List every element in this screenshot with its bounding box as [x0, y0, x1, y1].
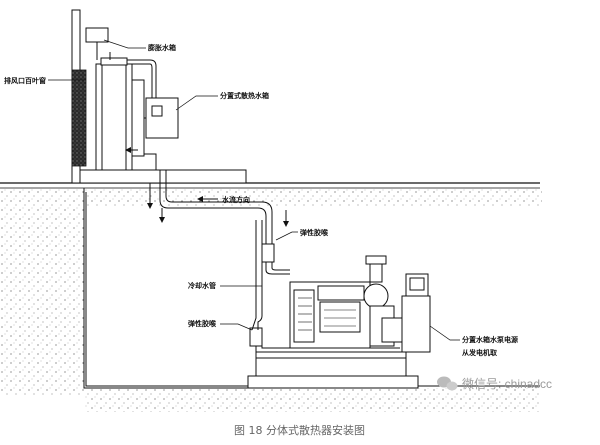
generator-pit [83, 188, 540, 389]
label-elastic-hose-upper: 弹性胶喉 [300, 228, 329, 237]
split-radiator [95, 57, 179, 171]
building-wall [71, 9, 87, 184]
label-expansion-tank: 膨胀水箱 [147, 43, 176, 52]
flow-arrows [125, 147, 289, 227]
cooling-pipes [149, 170, 300, 353]
watermark: 微信号: chinadcc [437, 376, 552, 391]
label-cooling-pipe: 冷却水管 [188, 281, 216, 290]
generator-detail-lines [298, 297, 356, 331]
radiator-pipes [127, 59, 157, 170]
generator-set [289, 255, 431, 353]
watermark-text: 微信号: chinadcc [462, 377, 552, 391]
label-flow-direction: 水流方向 [222, 195, 250, 204]
roof-slab [79, 169, 247, 184]
ground-soil [0, 182, 542, 412]
figure-caption: 图 18 分体式散热器安装图 [234, 423, 365, 437]
label-from-genset: 从发电机取 [462, 348, 498, 357]
label-pump-power: 分置水箱水泵电源 [462, 335, 518, 344]
label-elastic-hose-lower: 弹性胶喉 [188, 319, 217, 328]
label-louver: 排风口百叶窗 [4, 76, 46, 85]
generator-base [247, 351, 419, 389]
wechat-icon [437, 376, 458, 391]
label-split-radiator: 分置式散热水箱 [220, 91, 269, 100]
expansion-tank [85, 27, 111, 60]
leader-lines [48, 39, 460, 341]
